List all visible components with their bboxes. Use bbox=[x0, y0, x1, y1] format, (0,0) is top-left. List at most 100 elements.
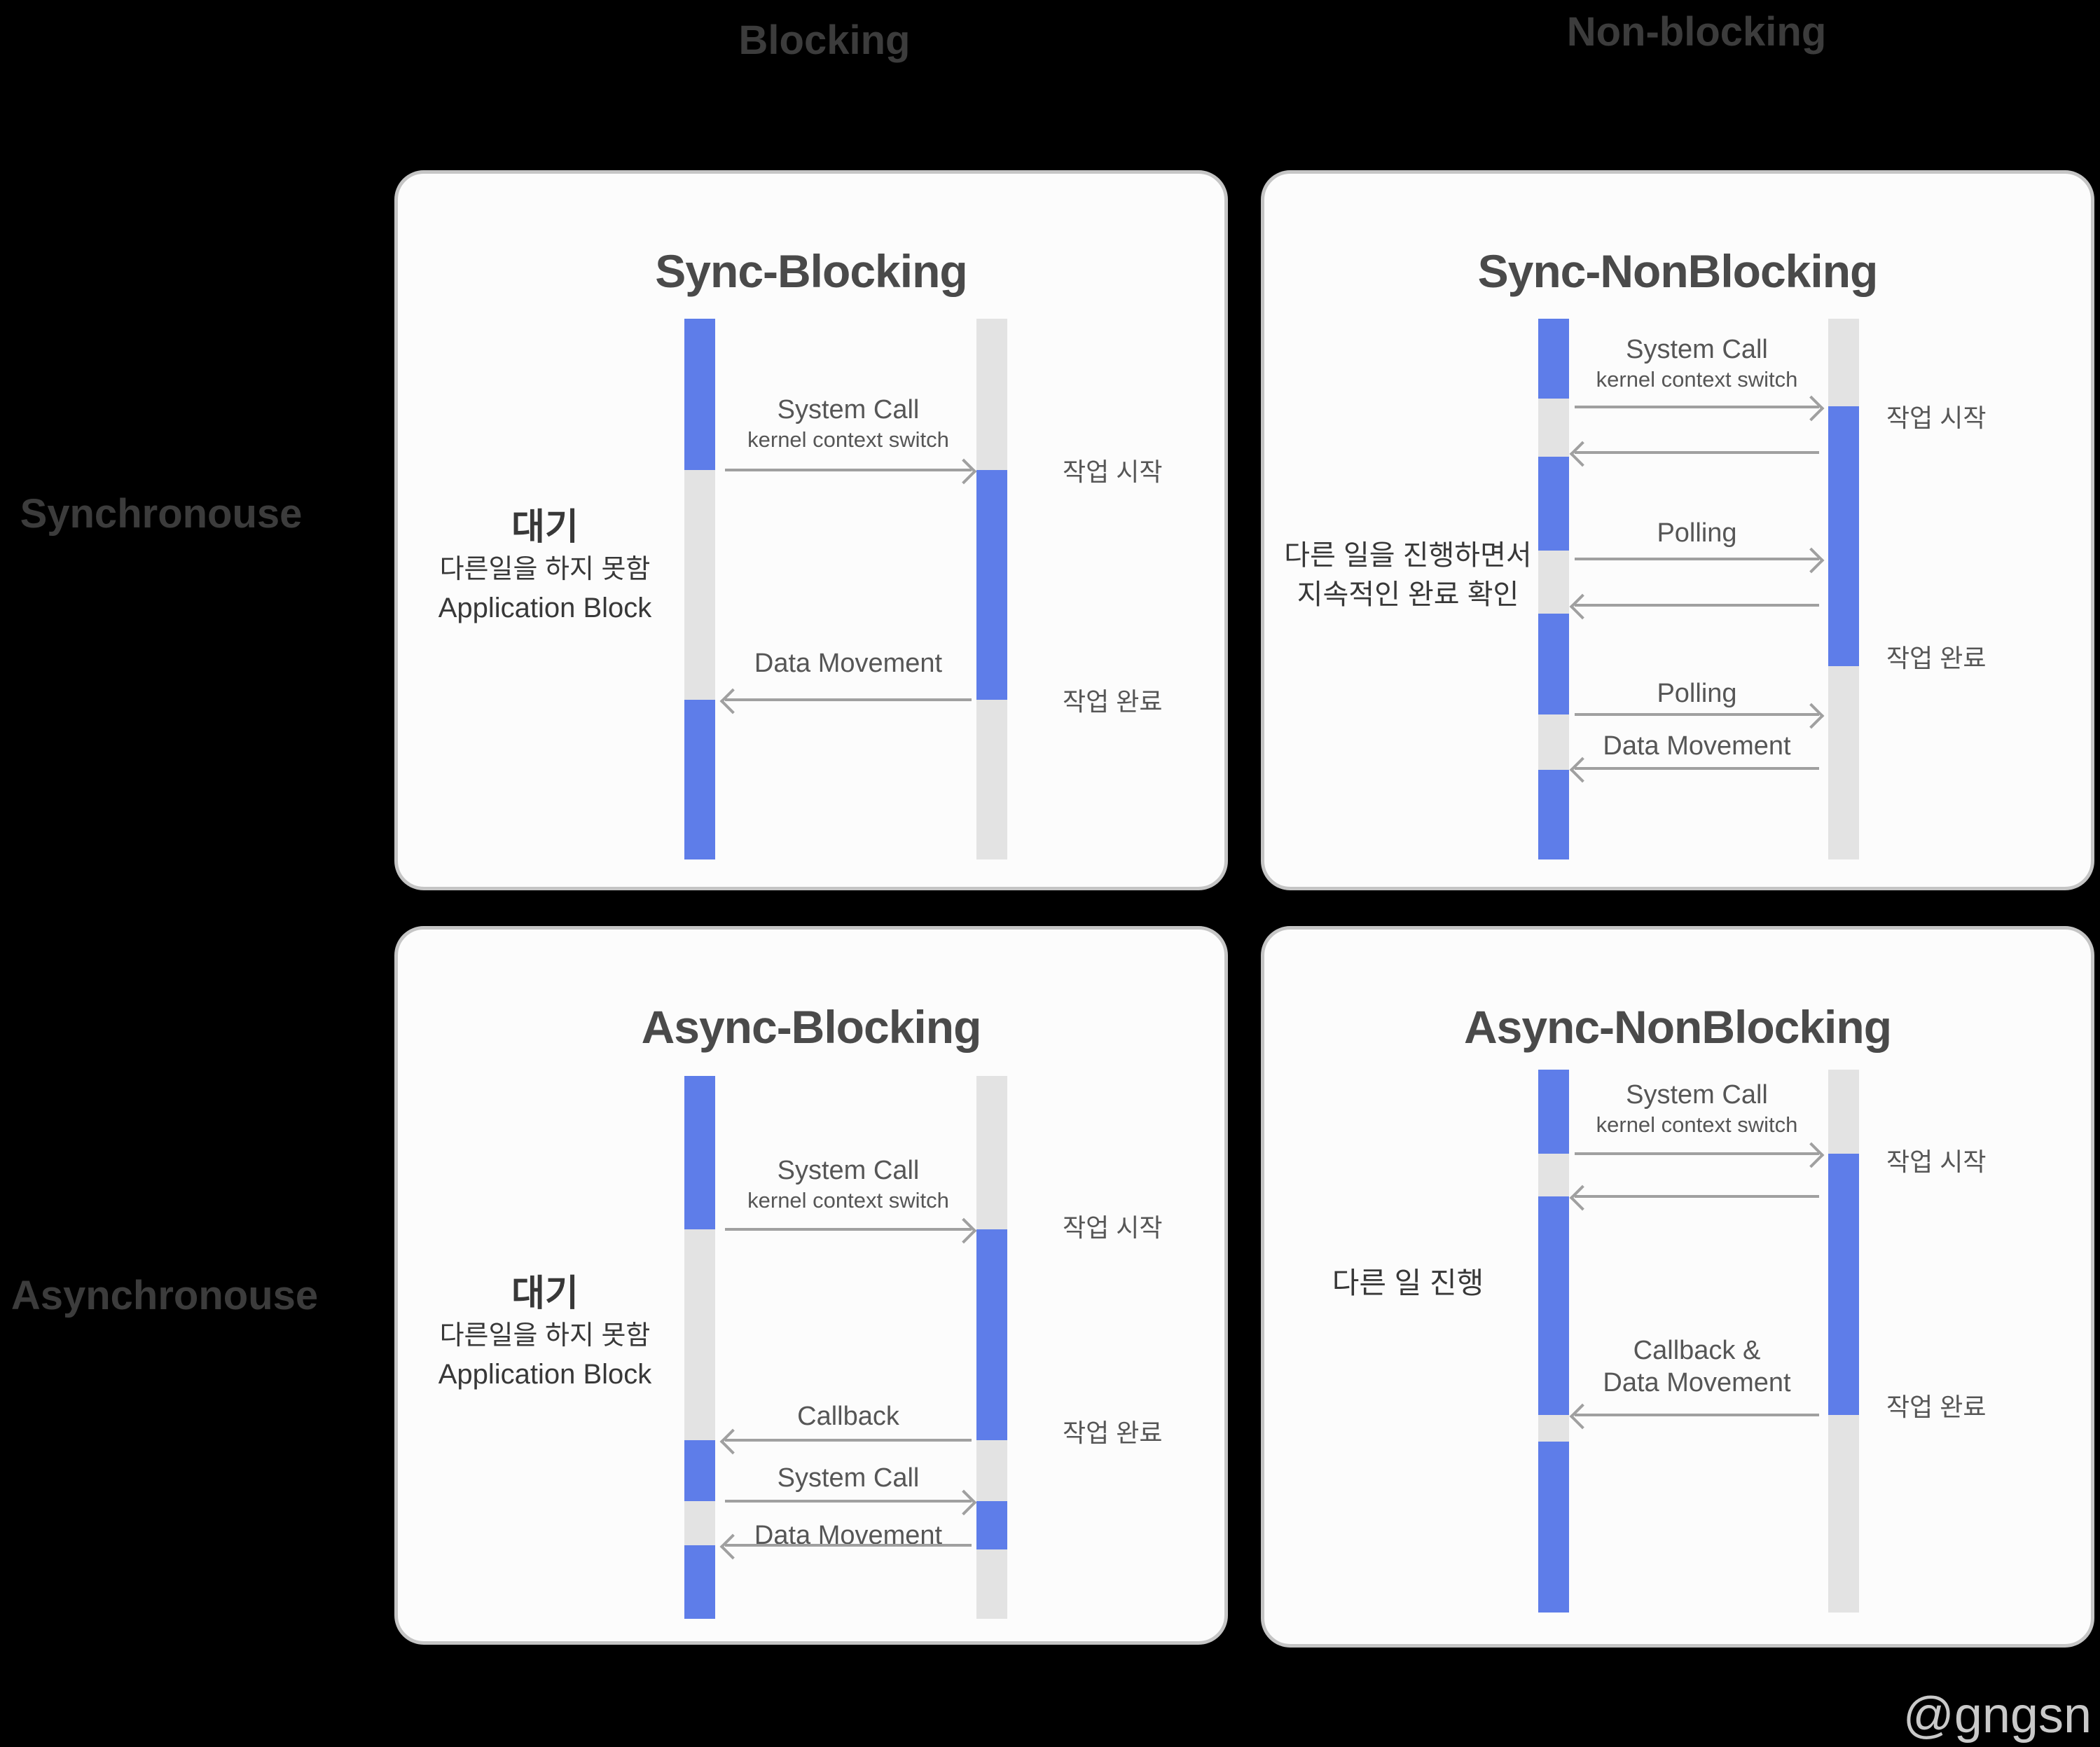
bar-segment-active bbox=[1828, 406, 1859, 666]
callback-arrow bbox=[725, 1439, 972, 1442]
kernel-context-switch-text: kernel context switch bbox=[1596, 1112, 1798, 1137]
bar-segment-idle bbox=[684, 470, 715, 700]
polling-arrow bbox=[1575, 558, 1819, 560]
kernel-context-switch-text: kernel context switch bbox=[747, 427, 949, 452]
application-timeline-bar bbox=[1538, 1070, 1569, 1613]
bar-segment-idle bbox=[1828, 1070, 1859, 1154]
work-start-label: 작업 시작 bbox=[1886, 1147, 1987, 1176]
other-work-note-line1: 다른 일 진행 bbox=[1332, 1266, 1484, 1299]
kernel-timeline-bar bbox=[1828, 319, 1859, 859]
work-start-label: 작업 시작 bbox=[1886, 403, 1987, 432]
work-done-label: 작업 완료 bbox=[1886, 1393, 1987, 1421]
axis-label-synchronous: Synchronouse bbox=[20, 491, 303, 537]
bar-segment-active bbox=[976, 1501, 1007, 1549]
bar-segment-active bbox=[976, 1229, 1007, 1440]
system-call-label: System Call kernel context switch bbox=[725, 394, 972, 454]
work-done-label: 작업 완료 bbox=[1063, 1418, 1163, 1447]
system-call-arrow bbox=[725, 469, 972, 471]
bar-segment-idle bbox=[976, 1076, 1007, 1229]
callback-text: Callback & bbox=[1633, 1336, 1761, 1365]
system-call-text: System Call bbox=[777, 1463, 920, 1493]
system-call-arrow bbox=[725, 1228, 972, 1231]
callback-data-movement-label: Callback & Data Movement bbox=[1575, 1334, 1819, 1399]
bar-segment-idle bbox=[1538, 551, 1569, 614]
data-movement-label: Data Movement bbox=[1575, 730, 1819, 762]
work-start-label: 작업 시작 bbox=[1063, 457, 1163, 486]
work-start-label: 작업 시작 bbox=[1063, 1213, 1163, 1242]
system-call-arrow bbox=[725, 1500, 972, 1503]
application-timeline-bar bbox=[684, 319, 715, 859]
polling-text: Polling bbox=[1657, 679, 1737, 708]
kernel-timeline-bar bbox=[976, 1076, 1007, 1619]
waiting-note-line2: 다른일을 하지 못함 bbox=[439, 555, 651, 584]
data-movement-text: Data Movement bbox=[1603, 1368, 1791, 1397]
bar-segment-idle bbox=[976, 1440, 1007, 1501]
waiting-note-line3: Application Block bbox=[438, 1359, 652, 1390]
card-title: Async-Blocking bbox=[641, 1000, 982, 1053]
waiting-note-title: 대기 bbox=[511, 507, 579, 548]
work-done-label: 작업 완료 bbox=[1063, 687, 1163, 716]
system-call-label: System Call kernel context switch bbox=[1575, 333, 1819, 394]
bar-segment-active bbox=[1538, 1442, 1569, 1613]
data-movement-text: Data Movement bbox=[1603, 731, 1791, 761]
bar-segment-idle bbox=[1538, 714, 1569, 770]
application-timeline-bar bbox=[684, 1076, 715, 1619]
bar-segment-active bbox=[1828, 1154, 1859, 1415]
system-call-arrow bbox=[1575, 1152, 1819, 1155]
data-movement-label: Data Movement bbox=[725, 647, 972, 679]
axis-label-blocking: Blocking bbox=[738, 18, 911, 63]
bar-segment-idle bbox=[976, 319, 1007, 470]
data-movement-text: Data Movement bbox=[754, 1521, 943, 1550]
polling-label: Polling bbox=[1575, 677, 1819, 710]
card-async-nonblocking: Async-NonBlocking System Call kernel con… bbox=[1261, 926, 2094, 1648]
bar-segment-idle bbox=[684, 1229, 715, 1440]
callback-text: Callback bbox=[797, 1402, 899, 1431]
bar-segment-idle bbox=[976, 1549, 1007, 1619]
kernel-timeline-bar bbox=[976, 319, 1007, 859]
bar-segment-idle bbox=[1538, 1154, 1569, 1196]
waiting-note: 대기 다른일을 하지 못함 Application Block bbox=[419, 504, 671, 628]
return-arrow bbox=[1575, 1195, 1819, 1198]
data-movement-arrow bbox=[725, 698, 972, 701]
data-movement-arrow bbox=[725, 1544, 972, 1547]
polling-text: Polling bbox=[1657, 518, 1737, 548]
bar-segment-idle bbox=[684, 1501, 715, 1545]
kernel-context-switch-text: kernel context switch bbox=[747, 1188, 949, 1213]
callback-data-movement-arrow bbox=[1575, 1414, 1819, 1416]
bar-segment-idle bbox=[1828, 319, 1859, 406]
bar-segment-active bbox=[684, 1545, 715, 1619]
bar-segment-idle bbox=[1828, 1415, 1859, 1613]
bar-segment-active bbox=[1538, 1070, 1569, 1154]
other-work-note: 다른 일을 진행하면서 지속적인 완료 확인 bbox=[1271, 536, 1545, 614]
data-movement-arrow bbox=[1575, 767, 1819, 770]
bar-segment-active bbox=[976, 470, 1007, 700]
bar-segment-active bbox=[1538, 457, 1569, 551]
system-call-text: System Call bbox=[1626, 1080, 1768, 1110]
bar-segment-idle bbox=[976, 700, 1007, 859]
data-movement-label: Data Movement bbox=[725, 1519, 972, 1552]
axis-label-asynchronous: Asynchronouse bbox=[11, 1273, 319, 1318]
card-sync-blocking: Sync-Blocking System Call kernel context… bbox=[394, 170, 1228, 890]
data-movement-text: Data Movement bbox=[754, 649, 943, 678]
system-call-label: System Call kernel context switch bbox=[1575, 1079, 1819, 1139]
watermark-handle: @gngsn bbox=[1902, 1687, 2092, 1743]
waiting-note-line3: Application Block bbox=[438, 593, 652, 623]
waiting-note-line2: 다른일을 하지 못함 bbox=[439, 1321, 651, 1351]
bar-segment-active bbox=[1538, 770, 1569, 859]
return-arrow bbox=[1575, 604, 1819, 607]
other-work-note-line1: 다른 일을 진행하면서 bbox=[1284, 540, 1532, 571]
kernel-timeline-bar bbox=[1828, 1070, 1859, 1613]
polling-label: Polling bbox=[1575, 517, 1819, 549]
system-call-arrow bbox=[1575, 406, 1819, 408]
waiting-note-title: 대기 bbox=[511, 1273, 579, 1314]
card-async-blocking: Async-Blocking System Call kernel contex… bbox=[394, 926, 1228, 1645]
other-work-note-line2: 지속적인 완료 확인 bbox=[1297, 579, 1519, 610]
bar-segment-idle bbox=[1538, 399, 1569, 457]
bar-segment-active bbox=[684, 319, 715, 470]
other-work-note: 다른 일 진행 bbox=[1271, 1263, 1545, 1304]
card-title: Sync-Blocking bbox=[655, 244, 967, 297]
bar-segment-idle bbox=[1828, 666, 1859, 859]
system-call-label: System Call kernel context switch bbox=[725, 1154, 972, 1215]
bar-segment-active bbox=[684, 1440, 715, 1501]
